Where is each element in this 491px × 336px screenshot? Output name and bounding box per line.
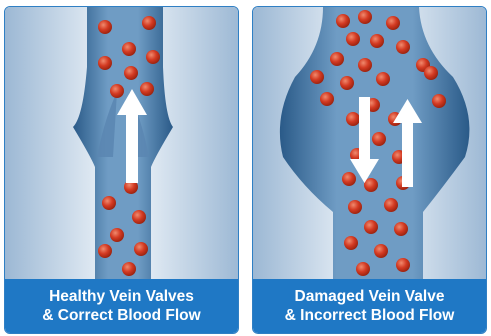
caption-line-2: & Correct Blood Flow bbox=[5, 306, 238, 325]
caption-line-2: & Incorrect Blood Flow bbox=[253, 306, 486, 325]
healthy-vein-panel: Healthy Vein Valves & Correct Blood Flow bbox=[4, 6, 239, 334]
caption-line-1: Damaged Vein Valve bbox=[253, 287, 486, 306]
healthy-vein-illustration bbox=[5, 7, 239, 282]
healthy-vein-caption: Healthy Vein Valves & Correct Blood Flow bbox=[5, 279, 238, 333]
damaged-vein-panel: Damaged Vein Valve & Incorrect Blood Flo… bbox=[252, 6, 487, 334]
damaged-vein-caption: Damaged Vein Valve & Incorrect Blood Flo… bbox=[253, 279, 486, 333]
caption-line-1: Healthy Vein Valves bbox=[5, 287, 238, 306]
damaged-vein-illustration bbox=[253, 7, 487, 282]
